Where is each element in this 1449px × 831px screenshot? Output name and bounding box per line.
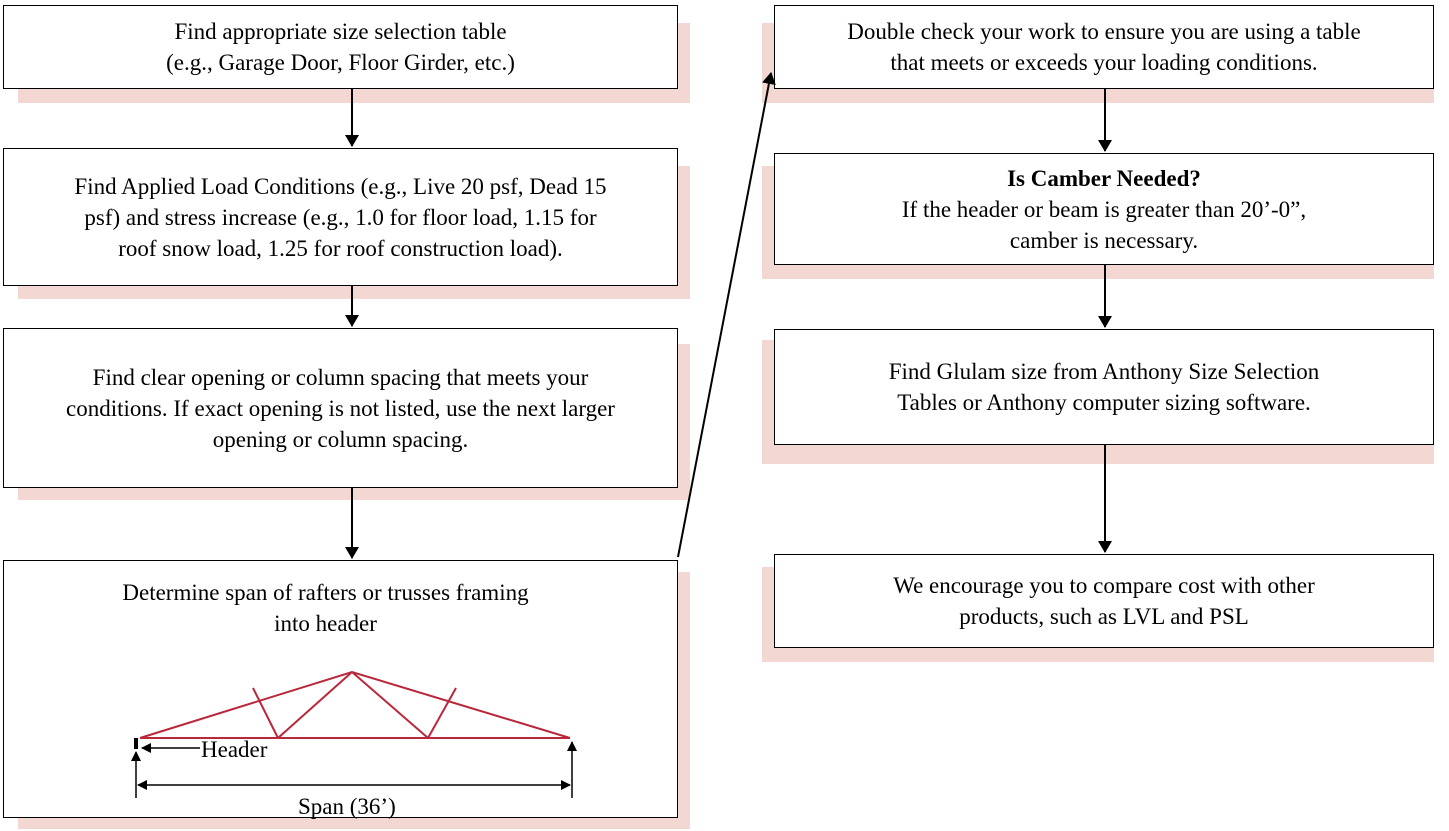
step3-line3: opening or column spacing. xyxy=(212,426,469,452)
truss-web-2 xyxy=(277,671,353,739)
arrow-step4-to-step5 xyxy=(677,72,776,558)
step5-line1: Double check your work to ensure you are… xyxy=(847,19,1361,44)
step-load-conditions-box: Find Applied Load Conditions (e.g., Live… xyxy=(3,148,678,286)
step-double-check-box: Double check your work to ensure you are… xyxy=(774,5,1434,89)
truss-web-1 xyxy=(252,687,279,739)
step8-line2: products, such as LVL and PSL xyxy=(959,604,1249,629)
span-label: Span (36’) xyxy=(298,794,396,819)
step2-line3: roof snow load, 1.25 for roof constructi… xyxy=(118,235,563,261)
header-label: Header xyxy=(201,737,268,762)
step-clear-opening-box: Find clear opening or column spacing tha… xyxy=(3,328,678,488)
step3-line1: Find clear opening or column spacing tha… xyxy=(92,364,589,390)
truss-web-3 xyxy=(351,671,429,739)
step2-line2: psf) and stress increase (e.g., 1.0 for … xyxy=(84,204,597,230)
step7-line2: Tables or Anthony computer sizing softwa… xyxy=(897,390,1311,415)
step-camber-box: Is Camber Needed? If the header or beam … xyxy=(774,153,1434,265)
step8-line1: We encourage you to compare cost with ot… xyxy=(893,573,1315,598)
camber-line1: If the header or beam is greater than 20… xyxy=(901,196,1307,222)
camber-title: Is Camber Needed? xyxy=(1007,165,1201,191)
truss-top-chord xyxy=(139,670,571,739)
step1-line2: (e.g., Garage Door, Floor Girder, etc.) xyxy=(166,50,515,75)
step5-line2: that meets or exceeds your loading condi… xyxy=(890,50,1318,75)
step-compare-cost-box: We encourage you to compare cost with ot… xyxy=(774,554,1434,648)
truss-diagram xyxy=(139,670,571,739)
step-determine-span-box: Determine span of rafters or trusses fra… xyxy=(3,560,678,818)
step1-line1: Find appropriate size selection table xyxy=(174,19,507,44)
camber-line2: camber is necessary. xyxy=(1009,227,1199,253)
step4-line2: into header xyxy=(274,611,377,636)
truss-web-4 xyxy=(427,687,457,739)
step7-line1: Find Glulam size from Anthony Size Selec… xyxy=(888,359,1320,384)
step4-line1: Determine span of rafters or trusses fra… xyxy=(122,580,529,605)
step-find-table-box: Find appropriate size selection table (e… xyxy=(3,5,678,89)
step-glulam-size-box: Find Glulam size from Anthony Size Selec… xyxy=(774,329,1434,445)
step2-line1: Find Applied Load Conditions (e.g., Live… xyxy=(74,173,607,199)
step3-line2: conditions. If exact opening is not list… xyxy=(66,395,615,421)
